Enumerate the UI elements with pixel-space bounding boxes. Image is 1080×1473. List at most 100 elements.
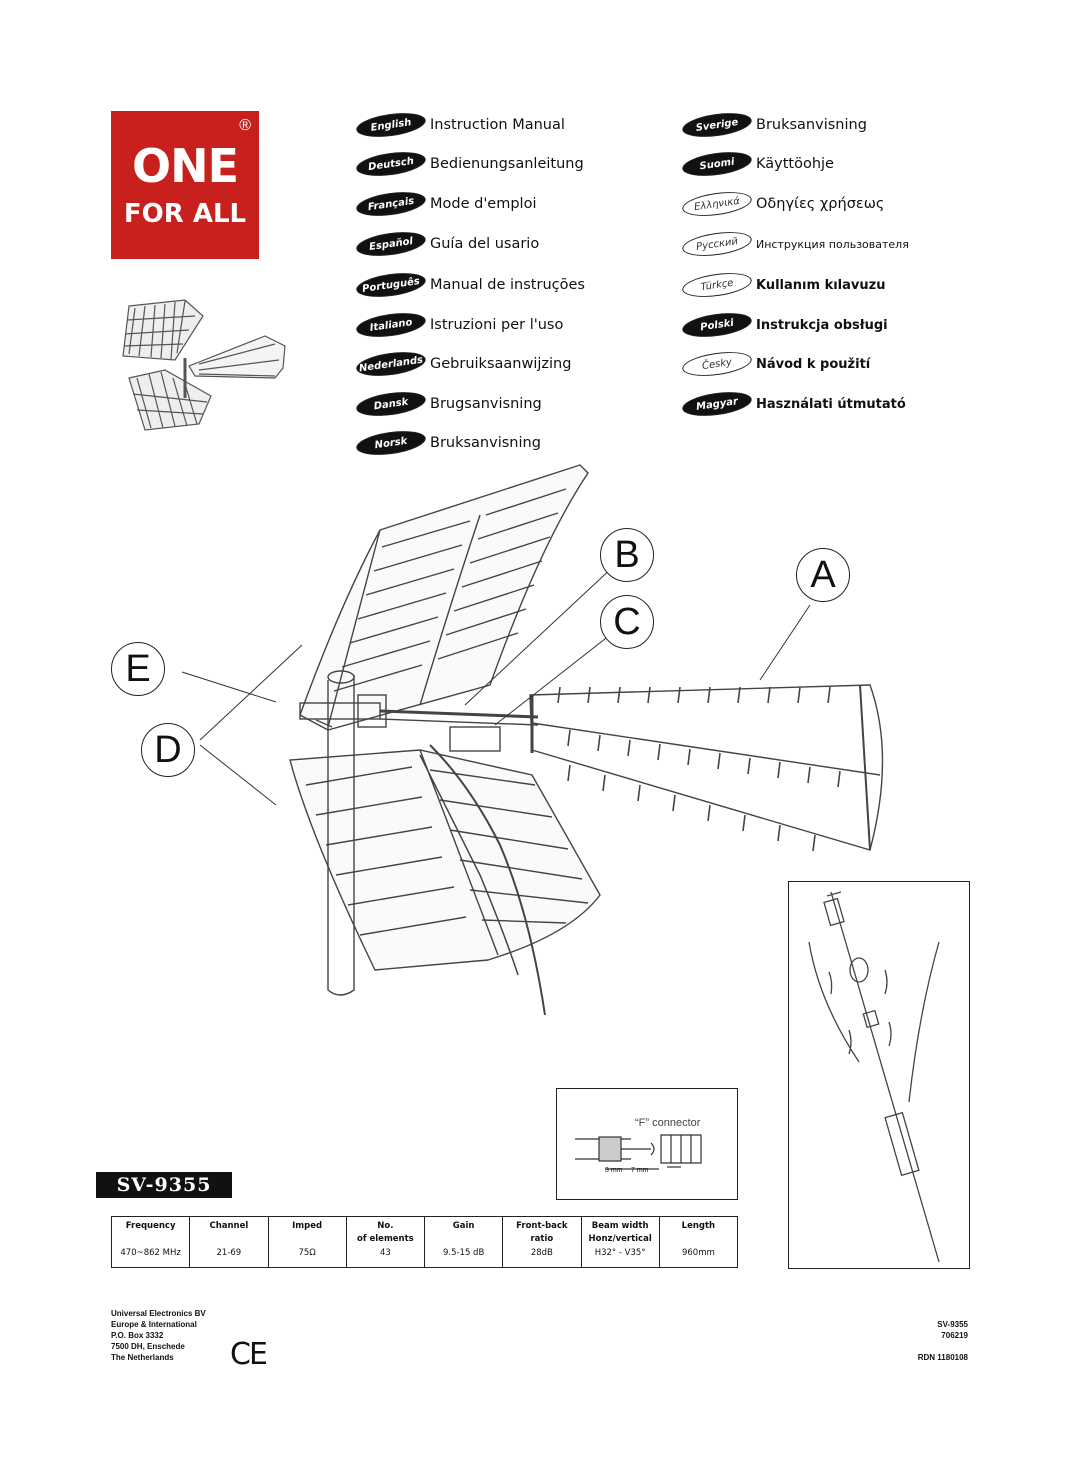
lang-row-turkce: Türkçe Kullanım kılavuzu — [680, 269, 886, 301]
lang-tag: Deutsch — [354, 148, 428, 180]
address-line: 7500 DH, Enschede — [111, 1342, 185, 1351]
lang-row-russian: Русский Инструкция пользователя — [680, 228, 909, 260]
spec-value: 470~862 MHz — [120, 1248, 181, 1258]
lang-text: Használati útmutató — [756, 396, 906, 412]
lang-text: Kullanım kılavuzu — [756, 277, 886, 293]
spec-col-imped: Imped 75Ω — [267, 1217, 346, 1267]
lang-text: Mode d'emploi — [430, 196, 537, 212]
spec-header: Channel — [209, 1221, 249, 1231]
lang-tag: Dansk — [354, 388, 428, 420]
label-b: B — [600, 528, 654, 582]
company-address: Universal Electronics BV Europe & Intern… — [111, 1308, 206, 1363]
lang-tag: Français — [354, 188, 428, 220]
lang-tag: Nederlands — [354, 348, 428, 380]
lang-tag: Türkçe — [680, 269, 754, 301]
spec-col-channel: Channel 21-69 — [189, 1217, 267, 1267]
lang-tag: English — [354, 109, 428, 141]
address-line: Europe & International — [111, 1320, 197, 1329]
lang-row-magyar: Magyar Használati útmutató — [680, 388, 906, 420]
lang-row-deutsch: Deutsch Bedienungsanleitung — [354, 148, 584, 180]
lang-row-polski: Polski Instrukcja obsługi — [680, 309, 888, 341]
lang-tag: Español — [354, 228, 428, 260]
f-connector-drawing — [575, 1134, 702, 1170]
lang-tag: Česky — [680, 348, 754, 380]
spec-col-front-back: Front-back ratio 28dB — [502, 1217, 580, 1267]
spec-col-frequency: Frequency 470~862 MHz — [112, 1217, 189, 1267]
lang-text: Návod k použití — [756, 356, 871, 372]
antenna-assembly-drawing — [289, 464, 884, 1016]
lang-text: Bedienungsanleitung — [430, 156, 584, 172]
spec-header: Beam width Honz/vertical — [588, 1221, 652, 1244]
lang-row-greek: Ελληνικά Οδηγίες χρήσεως — [680, 188, 885, 220]
spec-value: 960mm — [681, 1248, 715, 1258]
spec-header: Front-back ratio — [516, 1221, 568, 1244]
lang-row-english: English Instruction Manual — [354, 109, 565, 141]
lang-row-francais: Français Mode d'emploi — [354, 188, 537, 220]
code-line: SV-9355 — [937, 1320, 968, 1329]
label-c: C — [600, 595, 654, 649]
lang-text: Instrukcja obsługi — [756, 317, 888, 333]
lang-tag: Русский — [680, 228, 754, 260]
spec-col-elements: No. of elements 43 — [345, 1217, 424, 1267]
spec-value: 9.5-15 dB — [442, 1248, 485, 1258]
product-codes: SV-9355 706219 RDN 1180108 — [880, 1319, 968, 1363]
address-line: The Netherlands — [111, 1353, 174, 1362]
spec-col-beam-width: Beam width Honz/vertical H32° - V35° — [580, 1217, 659, 1267]
f-connector-panel: “F” connector 3 mm 7 mm — [556, 1088, 738, 1200]
lang-text: Instruction Manual — [430, 117, 565, 133]
spec-value: 21-69 — [216, 1248, 242, 1258]
spec-header: Length — [681, 1221, 716, 1231]
cable-assembly-panel — [788, 881, 970, 1269]
label-a: A — [796, 548, 850, 602]
product-thumbnail — [122, 299, 286, 431]
spec-header: Frequency — [125, 1221, 176, 1231]
lang-text: Manual de instruções — [430, 277, 585, 293]
lang-row-cesky: Česky Návod k použití — [680, 348, 871, 380]
registered-mark: ® — [239, 117, 251, 134]
spec-header: No. of elements — [357, 1221, 414, 1244]
ce-mark: CE — [230, 1337, 268, 1372]
lang-row-dansk: Dansk Brugsanvisning — [354, 388, 542, 420]
code-line: 706219 — [941, 1331, 968, 1340]
spec-col-length: Length 960mm — [658, 1217, 737, 1267]
lang-tag: Polski — [680, 309, 754, 341]
model-label: SV-9355 — [96, 1172, 232, 1198]
dim-3mm: 3 mm — [605, 1167, 623, 1174]
lang-row-suomi: Suomi Käyttöohje — [680, 148, 834, 180]
label-e: E — [111, 642, 165, 696]
lang-row-sverige: Sverige Bruksanvisning — [680, 109, 867, 141]
lang-text: Инструкция пользователя — [756, 237, 909, 251]
lang-tag: Ελληνικά — [680, 188, 754, 220]
spec-header: Imped — [292, 1221, 323, 1231]
leader-lines-de — [181, 644, 303, 806]
address-line: Universal Electronics BV — [111, 1309, 206, 1318]
logo-line-2: FOR ALL — [123, 199, 247, 229]
spec-value: 28dB — [530, 1248, 553, 1258]
lang-text: Οδηγίες χρήσεως — [756, 196, 885, 212]
lang-text: Gebruiksaanwijzing — [430, 356, 572, 372]
spec-col-gain: Gain 9.5-15 dB — [424, 1217, 502, 1267]
lang-row-norsk: Norsk Bruksanvisning — [354, 427, 541, 459]
address-line: P.O. Box 3332 — [111, 1331, 164, 1340]
lang-tag: Magyar — [680, 388, 754, 420]
lang-text: Guía del usario — [430, 236, 540, 252]
one-for-all-logo: ® ONE FOR ALL — [111, 111, 259, 259]
lang-row-italiano: Italiano Istruzioni per l'uso — [354, 309, 564, 341]
code-spacer — [880, 1341, 968, 1352]
spec-header: Gain — [452, 1221, 475, 1231]
spec-table: Frequency 470~862 MHz Channel 21-69 Impe… — [111, 1216, 738, 1268]
code-line: RDN 1180108 — [917, 1353, 968, 1362]
lang-tag: Sverige — [680, 109, 754, 141]
lang-tag: Suomi — [680, 148, 754, 180]
f-connector-title: “F” connector — [635, 1117, 701, 1129]
lang-text: Bruksanvisning — [430, 435, 541, 451]
spec-value: H32° - V35° — [594, 1248, 646, 1258]
spec-value: 75Ω — [298, 1248, 316, 1258]
dim-7mm: 7 mm — [631, 1167, 649, 1174]
spec-value: 43 — [379, 1248, 391, 1258]
logo-line-1: ONE — [131, 139, 239, 193]
lang-tag: Português — [354, 269, 428, 301]
label-d: D — [141, 723, 195, 777]
cable-assembly-drawing — [808, 891, 940, 1263]
lang-text: Istruzioni per l'uso — [430, 317, 564, 333]
